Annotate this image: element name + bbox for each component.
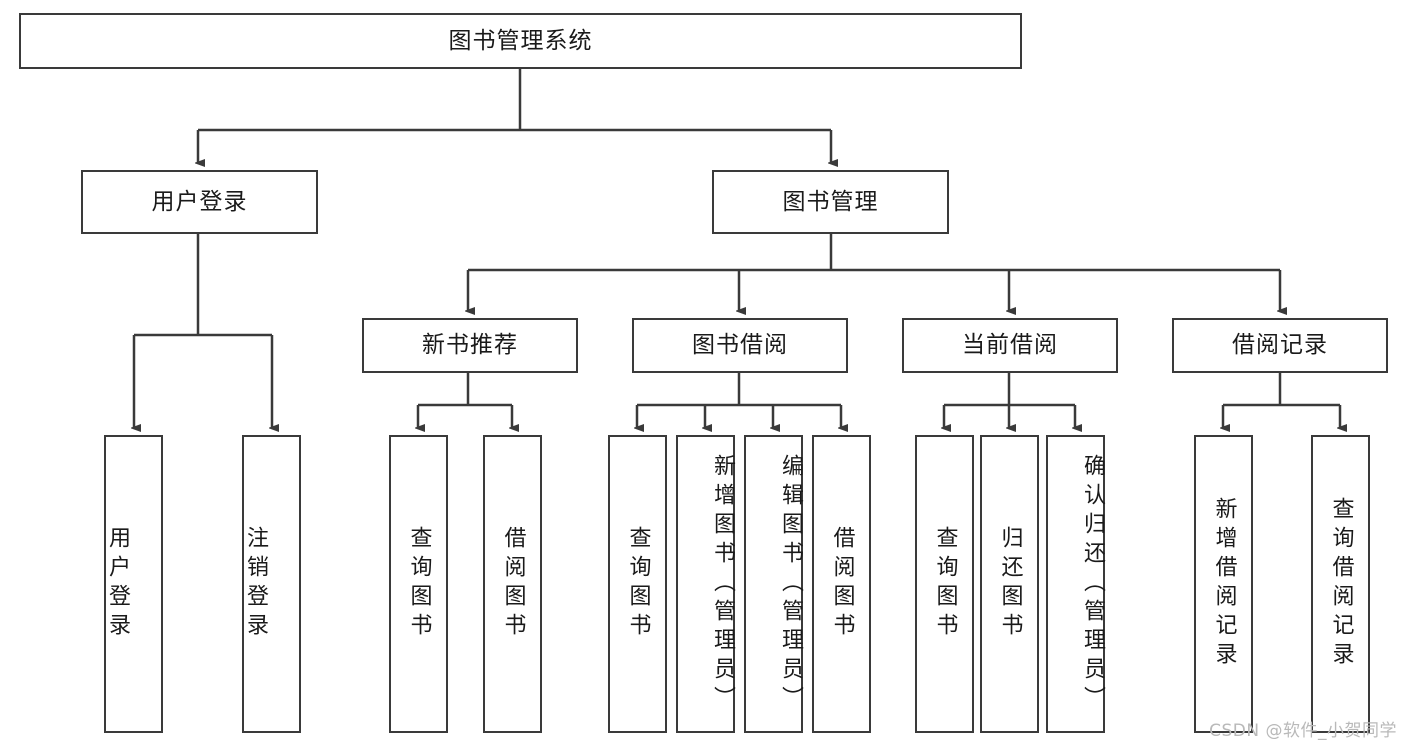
node-leaf-query-record[interactable]: 查询借阅记录: [1311, 435, 1370, 733]
node-book-manage[interactable]: 图书管理: [712, 170, 949, 234]
node-leaf-query-book-rec[interactable]: 查询图书: [389, 435, 448, 733]
node-book-borrow[interactable]: 图书借阅: [632, 318, 848, 373]
node-leaf-add-record[interactable]: 新增借阅记录: [1194, 435, 1253, 733]
node-root-label: 图书管理系统: [448, 27, 593, 54]
node-leaf-query-book-rec-label: 查询图书: [406, 526, 432, 642]
node-leaf-add-book[interactable]: 新增图书（管理员）: [676, 435, 735, 733]
node-leaf-query-book-current[interactable]: 查询图书: [915, 435, 974, 733]
node-leaf-query-book-current-label: 查询图书: [932, 526, 958, 642]
node-leaf-borrow-book-rec-label: 借阅图书: [500, 526, 526, 642]
node-root[interactable]: 图书管理系统: [19, 13, 1022, 69]
node-leaf-query-book-borrow-label: 查询图书: [625, 526, 651, 642]
node-leaf-user-login-label: 用户登录: [105, 526, 130, 642]
node-leaf-borrow-book[interactable]: 借阅图书: [812, 435, 871, 733]
node-leaf-logout-label: 注销登录: [243, 526, 268, 642]
node-leaf-edit-book-label: 编辑图书（管理员）: [778, 453, 803, 715]
node-leaf-logout[interactable]: 注销登录: [242, 435, 301, 733]
node-book-borrow-label: 图书借阅: [692, 332, 788, 358]
csdn-watermark: CSDN @软件_小贺同学: [1209, 721, 1397, 741]
node-leaf-confirm-return-label: 确认归还（管理员）: [1080, 453, 1105, 715]
node-leaf-borrow-book-label: 借阅图书: [829, 526, 855, 642]
node-borrow-record-label: 借阅记录: [1232, 332, 1328, 358]
node-leaf-user-login[interactable]: 用户登录: [104, 435, 163, 733]
node-current-borrow-label: 当前借阅: [962, 332, 1058, 358]
node-user-login-label: 用户登录: [151, 188, 248, 215]
node-leaf-edit-book[interactable]: 编辑图书（管理员）: [744, 435, 803, 733]
node-current-borrow[interactable]: 当前借阅: [902, 318, 1118, 373]
node-leaf-borrow-book-rec[interactable]: 借阅图书: [483, 435, 542, 733]
node-leaf-return-book-label: 归还图书: [997, 526, 1023, 642]
node-leaf-add-record-label: 新增借阅记录: [1211, 497, 1237, 671]
node-borrow-record[interactable]: 借阅记录: [1172, 318, 1388, 373]
node-new-book-rec-label: 新书推荐: [422, 332, 518, 358]
node-new-book-rec[interactable]: 新书推荐: [362, 318, 578, 373]
node-leaf-query-book-borrow[interactable]: 查询图书: [608, 435, 667, 733]
node-leaf-return-book[interactable]: 归还图书: [980, 435, 1039, 733]
node-leaf-add-book-label: 新增图书（管理员）: [710, 453, 735, 715]
node-leaf-query-record-label: 查询借阅记录: [1328, 497, 1354, 671]
node-book-manage-label: 图书管理: [782, 188, 879, 215]
node-leaf-confirm-return[interactable]: 确认归还（管理员）: [1046, 435, 1105, 733]
node-user-login[interactable]: 用户登录: [81, 170, 318, 234]
